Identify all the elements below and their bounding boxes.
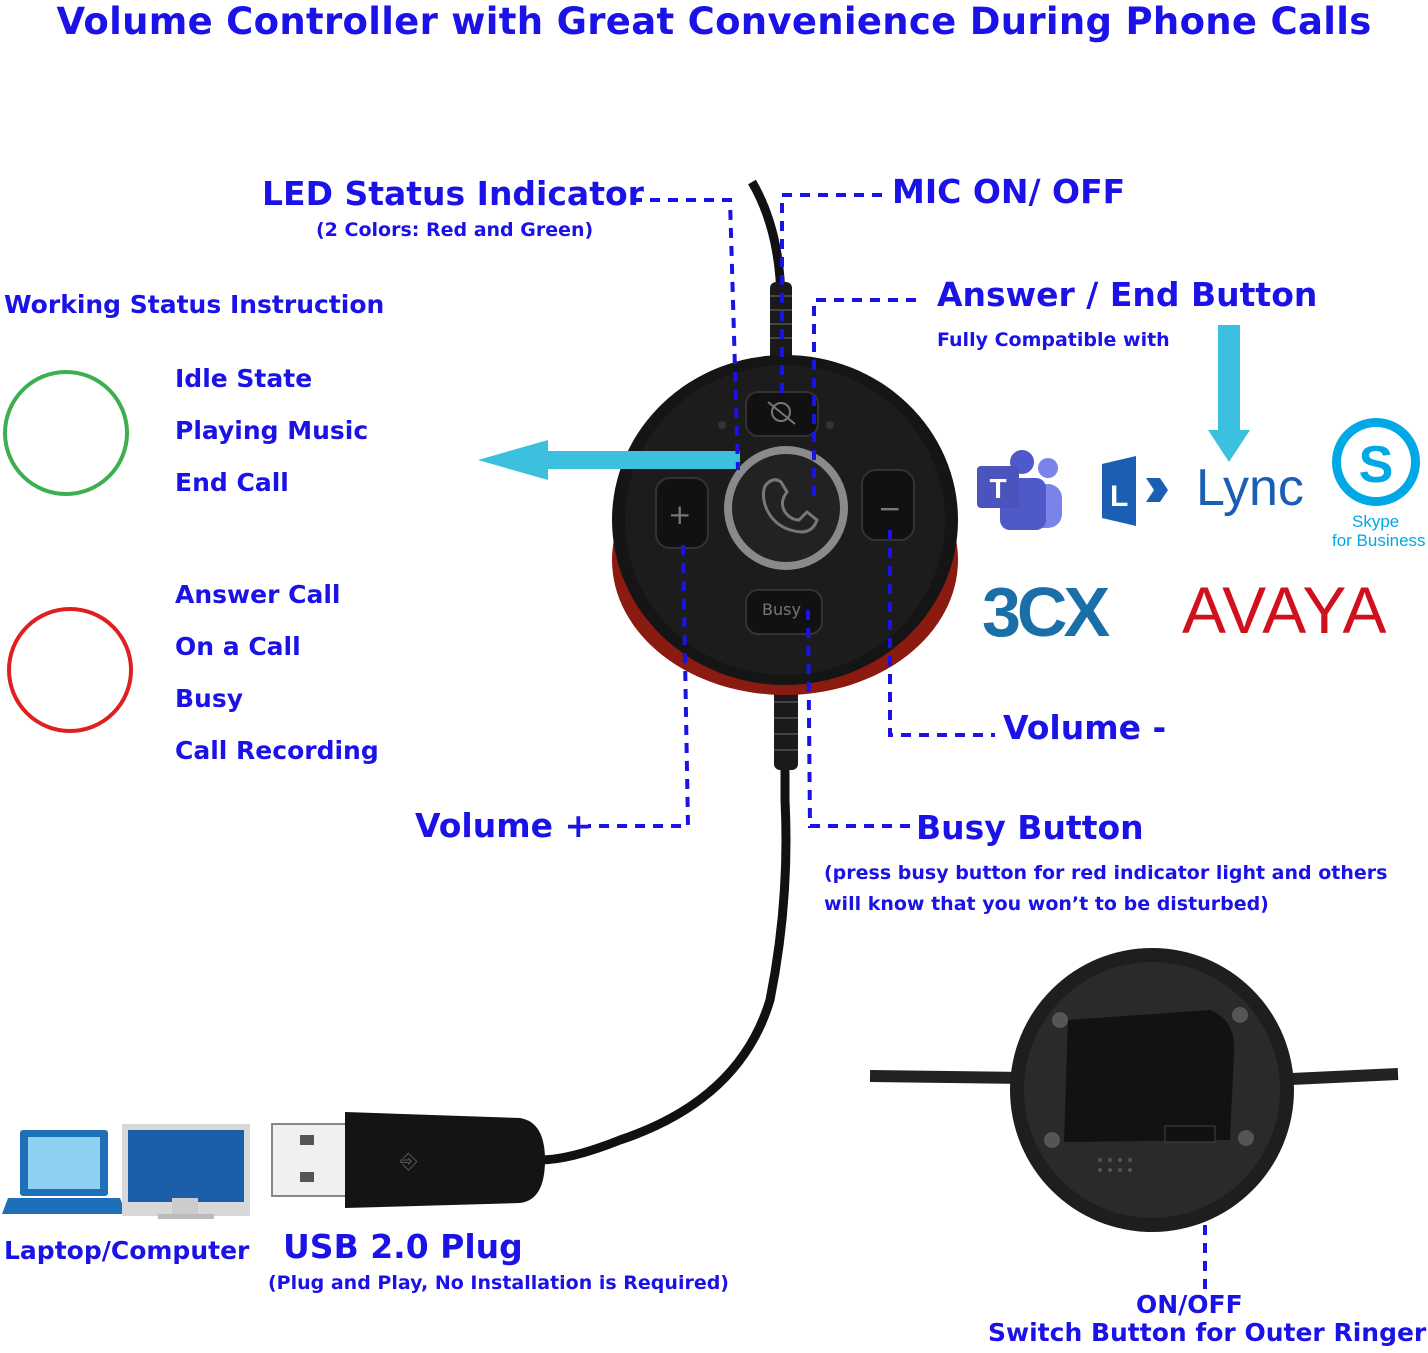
- status-item: Answer Call: [175, 580, 341, 609]
- volume-minus-label: Volume -: [1003, 708, 1167, 747]
- busy-description-line2: will know that you won’t to be disturbed…: [824, 893, 1269, 915]
- bottom-cable: [539, 700, 791, 1165]
- skype-logo-text: Skype: [1352, 512, 1400, 531]
- 3cx-logo: 3CX: [982, 573, 1110, 651]
- status-item: Busy: [175, 684, 244, 713]
- red-status-circle: [7, 607, 133, 733]
- busy-button-glyph: Busy: [762, 600, 801, 619]
- status-item: On a Call: [175, 632, 301, 661]
- status-arrow: [478, 440, 740, 480]
- led-leader: [632, 198, 740, 471]
- compatibility-arrow: [1208, 325, 1250, 462]
- busy-button-label: Busy Button: [916, 808, 1144, 847]
- svg-text:T: T: [989, 473, 1006, 504]
- svg-text:⎆: ⎆: [400, 1149, 418, 1174]
- mic-label: MIC ON/ OFF: [892, 172, 1126, 211]
- controller-device: [612, 355, 958, 695]
- lync-logo-text: Lync: [1196, 459, 1304, 517]
- avaya-logo: AVAYA: [1182, 573, 1388, 647]
- green-status-circle: [3, 370, 129, 496]
- laptop-icon: [2, 1130, 126, 1214]
- mic-leader: [780, 193, 882, 395]
- lync-logo-mark: L: [1102, 456, 1168, 526]
- compatible-sublabel: Fully Compatible with: [937, 329, 1170, 351]
- skype-business-text: for Business: [1332, 531, 1426, 550]
- usb-plug-sublabel: (Plug and Play, No Installation is Requi…: [268, 1272, 729, 1294]
- monitor-icon: [122, 1124, 250, 1219]
- laptop-computer-label: Laptop/Computer: [4, 1236, 250, 1265]
- status-item: End Call: [175, 468, 289, 497]
- status-item: Idle State: [175, 364, 313, 393]
- volume-plus-leader: [588, 544, 691, 828]
- skype-logo-mark: S: [1332, 418, 1420, 506]
- usb-plug-label: USB 2.0 Plug: [283, 1227, 523, 1266]
- svg-text:S: S: [1359, 436, 1394, 494]
- onoff-label: ON/OFF: [1136, 1290, 1243, 1319]
- led-status-label: LED Status Indicator: [262, 174, 644, 213]
- bottom-cable-strain-relief: [774, 685, 798, 770]
- teams-logo: T: [977, 450, 1062, 530]
- volume-plus-label: Volume +: [415, 806, 593, 845]
- green-status-list: Idle State Playing Music End Call: [175, 364, 368, 520]
- led-status-sublabel: (2 Colors: Red and Green): [316, 219, 594, 241]
- working-status-heading: Working Status Instruction: [4, 290, 385, 319]
- minus-button-glyph: −: [878, 492, 902, 525]
- answer-end-label: Answer / End Button: [937, 275, 1318, 314]
- usb-plug: ⎆: [271, 1112, 545, 1208]
- busy-description-line1: (press busy button for red indicator lig…: [824, 862, 1388, 884]
- status-item: Call Recording: [175, 736, 379, 765]
- red-status-list: Answer Call On a Call Busy Call Recordin…: [175, 580, 379, 788]
- plus-button-glyph: +: [668, 498, 692, 531]
- busy-leader: [806, 609, 912, 828]
- status-item: Playing Music: [175, 416, 369, 445]
- page-title: Volume Controller with Great Convenience…: [56, 0, 1372, 43]
- answer-leader: [812, 298, 916, 500]
- outer-ringer-label: Switch Button for Outer Ringer: [988, 1318, 1427, 1347]
- device-bottom-view: [869, 948, 1399, 1232]
- volume-minus-leader: [888, 530, 995, 737]
- svg-text:L: L: [1110, 480, 1128, 513]
